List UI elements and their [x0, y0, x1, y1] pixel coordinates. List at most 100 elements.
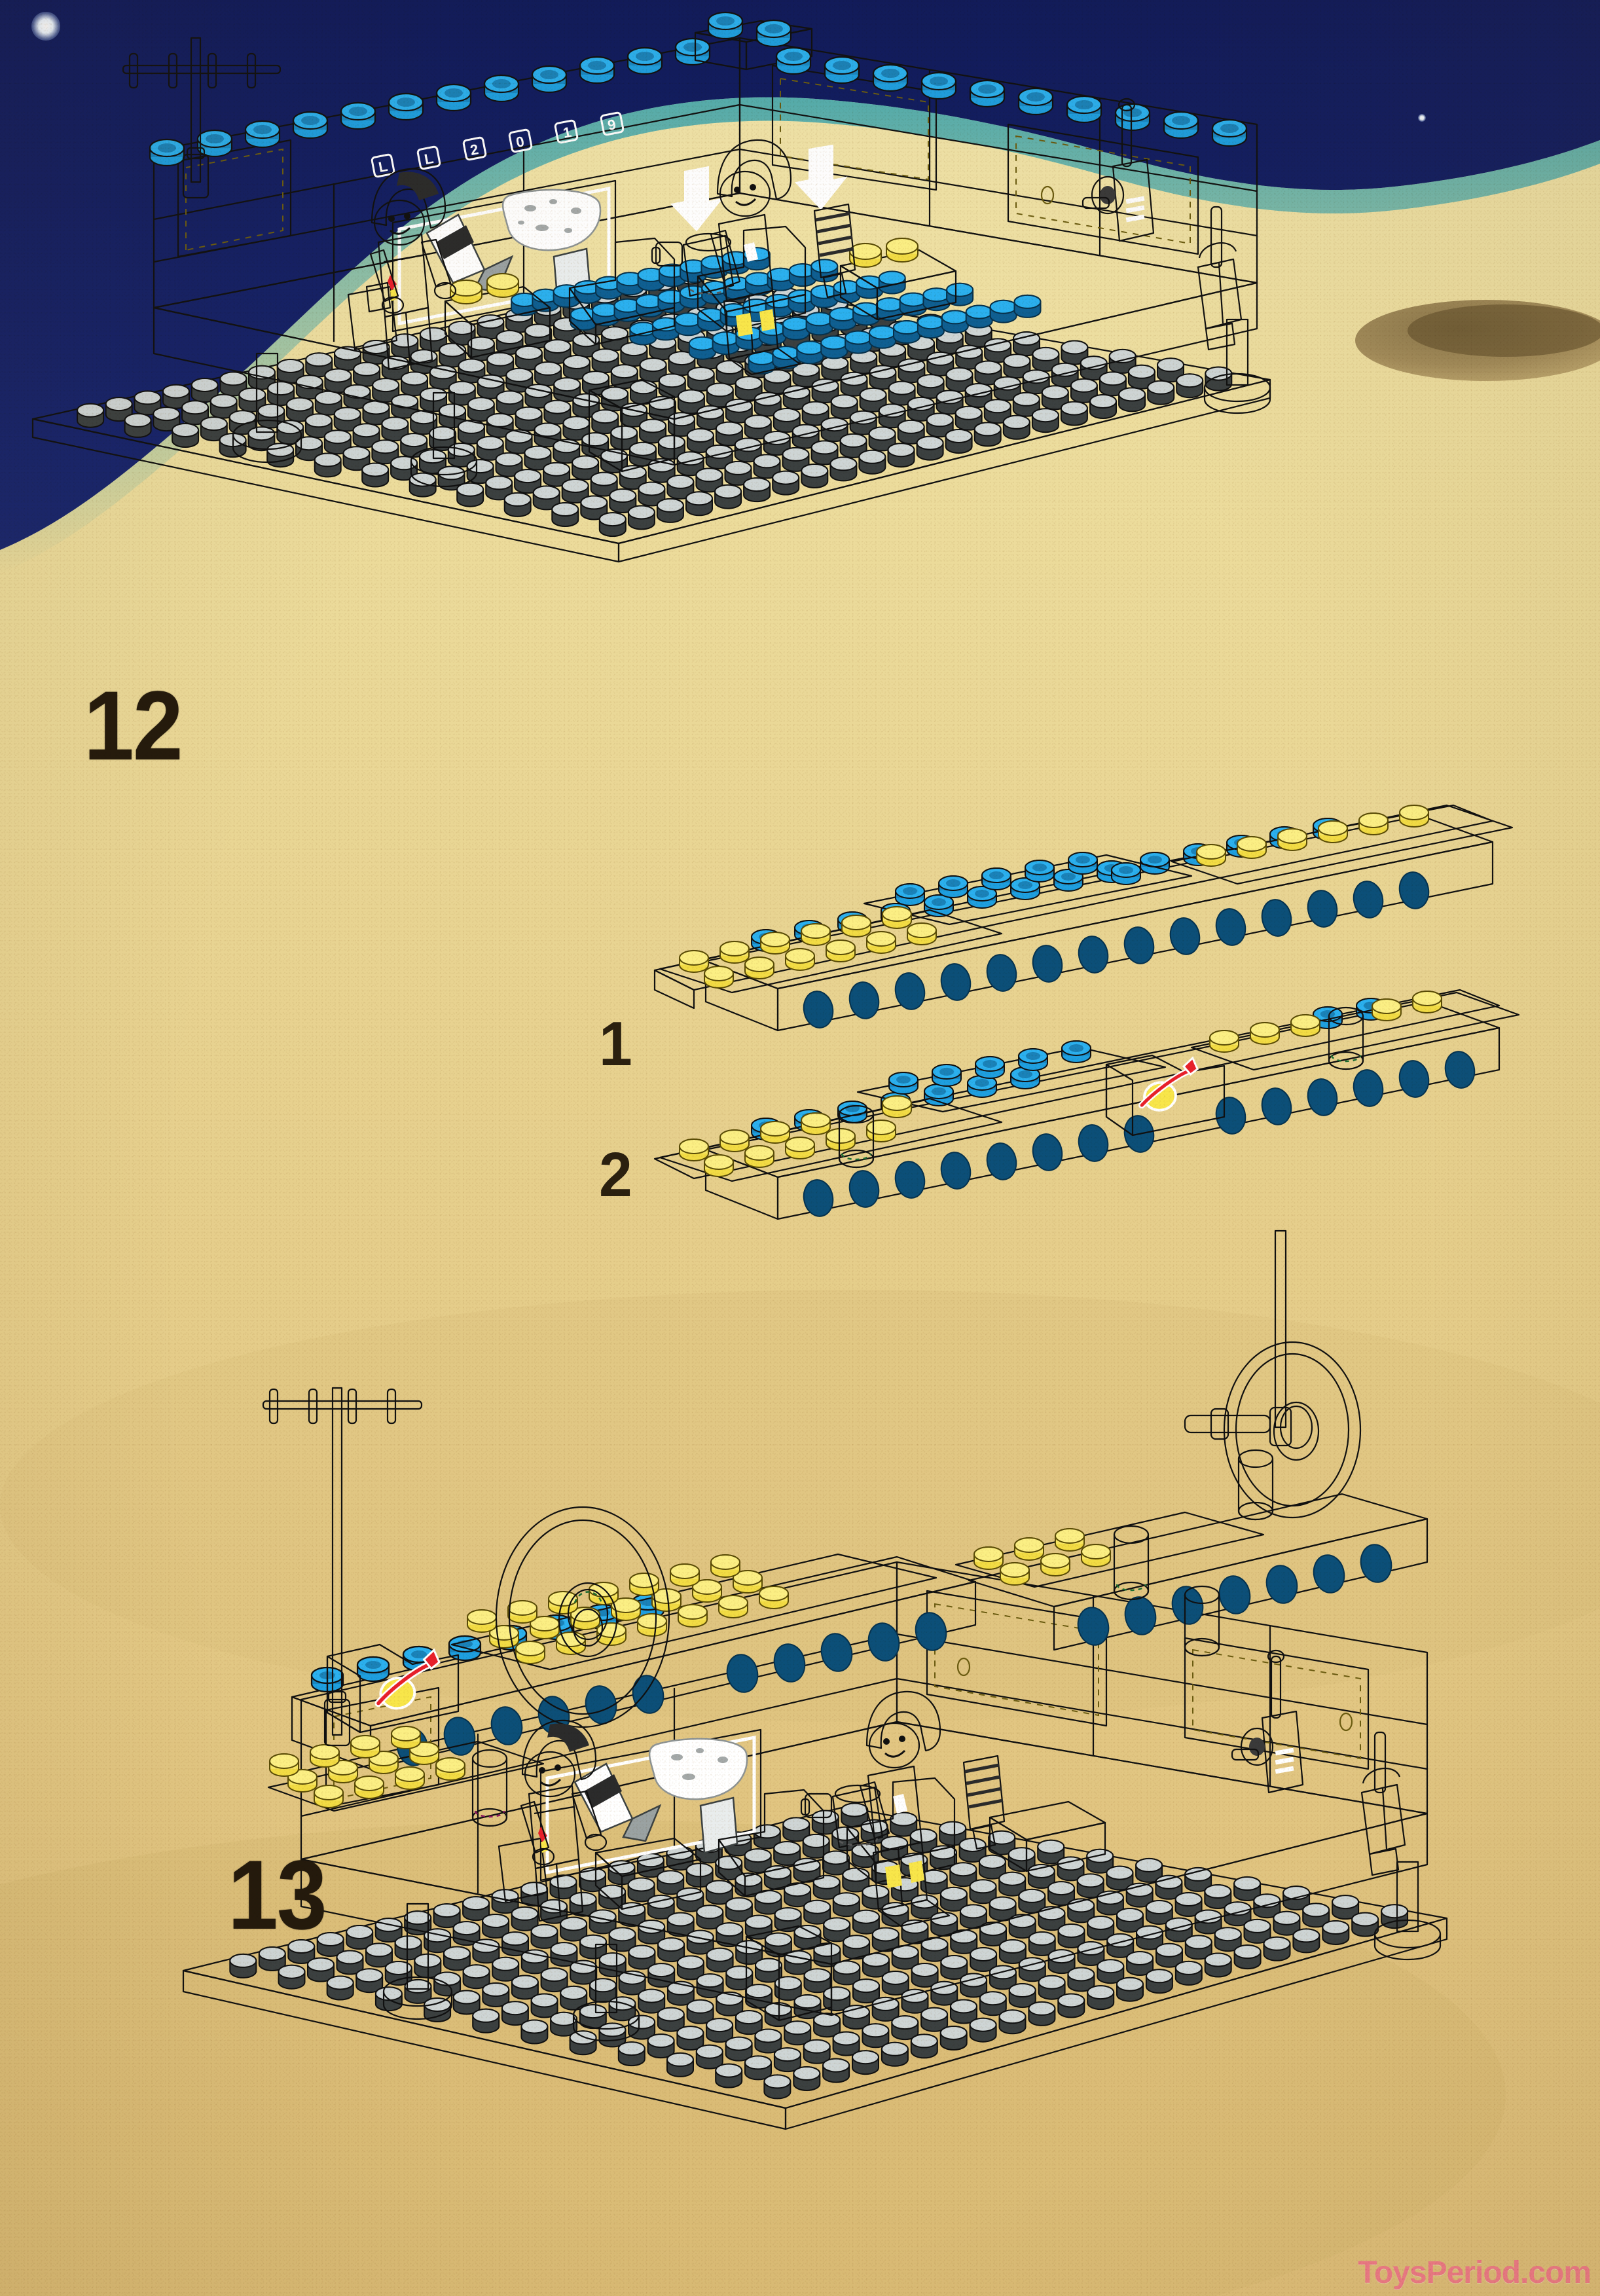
baseplate-stud — [620, 342, 648, 367]
baseplate-stud — [772, 470, 800, 496]
baseplate-stud — [200, 416, 228, 442]
baseplate-stud — [608, 1927, 636, 1952]
baseplate-stud — [939, 2026, 968, 2050]
baseplate-stud — [105, 397, 133, 422]
support-leg-center-13 — [572, 1943, 640, 2042]
baseplate-stud — [391, 333, 419, 359]
baseplate-stud — [336, 1950, 364, 1975]
baseplate-stud — [1155, 1874, 1183, 1900]
baseplate-stud — [1099, 371, 1127, 397]
baseplate-stud — [323, 429, 352, 455]
baseplate-stud — [569, 1891, 597, 1917]
baseplate-stud — [978, 1854, 1006, 1880]
baseplate-stud — [744, 414, 772, 440]
baseplate-stud — [725, 1897, 753, 1922]
baseplate-stud — [610, 425, 638, 450]
grey-baseplate-13 — [182, 1802, 1448, 2130]
black-radio-transceiver-13 — [1231, 1649, 1304, 1794]
baseplate-stud — [1174, 1892, 1203, 1917]
yellow-window-right — [1007, 123, 1199, 255]
baseplate-stud — [677, 389, 705, 414]
baseplate-stud — [524, 445, 552, 471]
baseplate-stud — [628, 1944, 656, 1970]
baseplate-stud — [735, 1872, 763, 1898]
baseplate-stud — [784, 1882, 812, 1908]
baseplate-stud — [782, 1817, 810, 1842]
baseplate-stud — [1233, 1876, 1262, 1901]
baseplate-stud — [852, 1909, 880, 1935]
baseplate-stud — [891, 2015, 919, 2041]
baseplate-stud — [579, 2004, 607, 2030]
baseplate-stud — [346, 1925, 374, 1950]
baseplate-stud — [1135, 1857, 1163, 1883]
subassembly-number-1: 1 — [599, 1009, 632, 1079]
baseplate-stud — [511, 1975, 539, 2000]
baseplate-stud — [295, 436, 323, 462]
baseplate-stud — [540, 1967, 568, 1993]
floor-stud — [657, 289, 685, 314]
baseplate-stud — [456, 482, 484, 507]
baseplate-stud — [676, 451, 704, 477]
baseplate-stud — [881, 2041, 909, 2067]
minifig-white-astronaut-13 — [498, 1719, 608, 1922]
baseplate-stud — [715, 2063, 743, 2088]
baseplate-stud — [477, 314, 505, 340]
baseplate-stud — [1087, 1985, 1115, 2011]
baseplate-stud — [1028, 1931, 1056, 1956]
down-arrow-left — [670, 166, 723, 232]
baseplate-stud — [590, 471, 618, 497]
baseplate-stud — [1002, 414, 1030, 440]
baseplate-stud — [969, 1879, 997, 1904]
baseplate-stud — [316, 1932, 344, 1957]
floor-stud — [637, 267, 665, 291]
baseplate-stud — [503, 492, 532, 517]
baseplate-stud — [858, 449, 886, 475]
baseplate-stud — [1302, 1903, 1330, 1928]
floor-stud — [810, 259, 839, 283]
baseplate-stud — [716, 1991, 744, 2016]
baseplate-stud — [515, 345, 543, 371]
baseplate-stud — [970, 1947, 998, 1972]
baseplate-stud — [793, 1994, 822, 2020]
baseplate-stud — [940, 1955, 968, 1980]
baseplate-stud — [890, 1812, 918, 1837]
yellow-window-right-13 — [1184, 1637, 1370, 1770]
baseplate-stud — [1145, 1900, 1173, 1925]
baseplate-stud — [238, 387, 266, 412]
floor-stud — [829, 307, 857, 331]
baseplate-stud — [448, 380, 476, 406]
svg-text:L: L — [377, 158, 389, 175]
baseplate-stud — [551, 502, 579, 527]
baseplate-stud — [852, 2050, 879, 2075]
baseplate-stud — [755, 1958, 782, 1983]
baseplate-stud — [520, 2019, 549, 2045]
floor-stud — [941, 310, 969, 334]
baseplate-stud — [365, 1942, 393, 1968]
baseplate-stud — [462, 1896, 490, 1922]
baseplate-stud — [1381, 1904, 1409, 1929]
baseplate-stud — [1176, 373, 1204, 399]
baseplate-stud — [920, 2007, 949, 2032]
baseplate-stud — [696, 1904, 724, 1930]
baseplate-stud — [404, 1910, 432, 1936]
baseplate-stud — [124, 412, 152, 438]
baseplate-stud — [560, 1916, 588, 1942]
baseplate-stud — [716, 360, 744, 385]
baseplate-stud — [657, 435, 685, 460]
baseplate-stud — [1028, 2001, 1056, 2026]
baseplate-stud — [989, 1896, 1017, 1922]
baseplate-stud — [409, 472, 437, 498]
baseplate-stud — [744, 2055, 772, 2081]
baseplate-stud — [278, 1964, 306, 1990]
bright-star — [31, 12, 60, 41]
baseplate-stud — [572, 393, 600, 418]
baseplate-stud — [485, 475, 513, 501]
baseplate-stud — [656, 498, 684, 523]
baseplate-stud — [983, 399, 1011, 424]
floor-stud — [845, 330, 873, 354]
baseplate-stud — [1205, 366, 1233, 392]
baseplate-stud — [1031, 408, 1059, 433]
baseplate-stud — [998, 2009, 1027, 2035]
floor-stud — [796, 340, 824, 365]
baseplate-stud — [706, 1947, 734, 1973]
